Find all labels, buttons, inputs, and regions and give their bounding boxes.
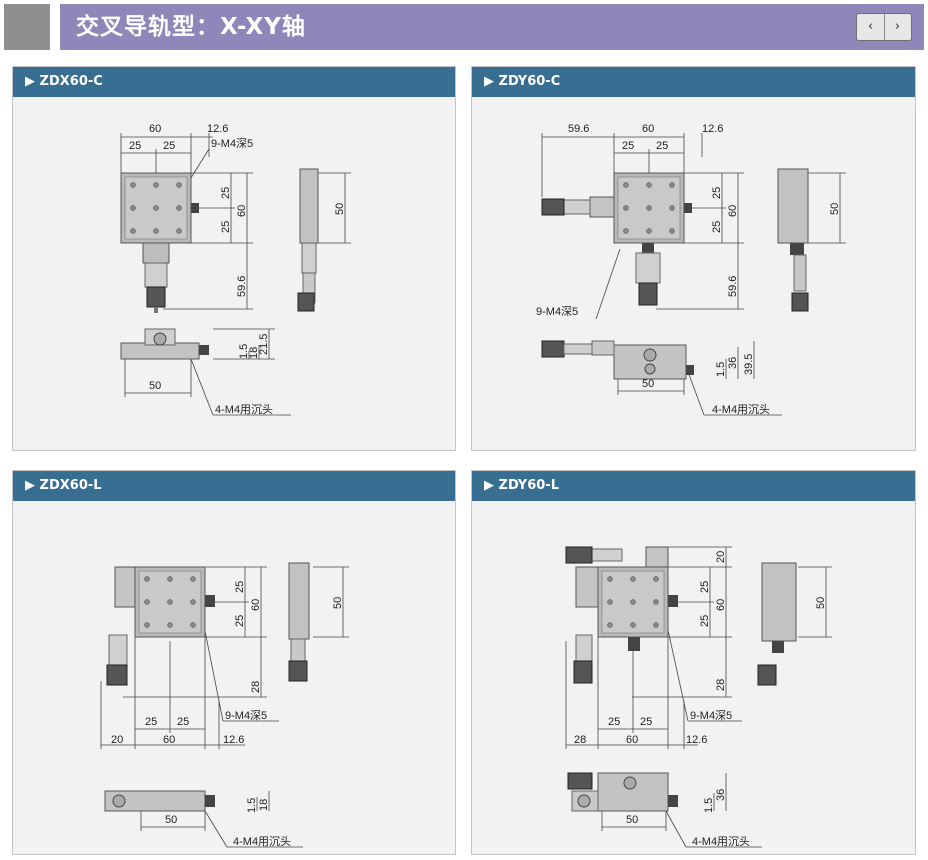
drawing-zdx60-l: 25 25 60 28 50 25 25 9-M4深5 20 60 12.6 1… [100, 562, 349, 848]
dim-25: 25 [220, 187, 232, 199]
dim-60: 60 [149, 123, 161, 135]
dim-60: 60 [715, 599, 727, 611]
dim-59-6: 59.6 [568, 123, 589, 135]
dim-60: 60 [163, 734, 175, 746]
dim-25: 25 [145, 716, 157, 728]
dim-25: 25 [699, 615, 711, 627]
dim-25: 25 [622, 140, 634, 152]
dim-18: 18 [258, 799, 270, 811]
cbore-label: 4-M4用沉头 [215, 403, 273, 416]
dim-25: 25 [234, 581, 246, 593]
panel-zdx60-c: ▶ ZDX60-C [12, 66, 456, 451]
dim-28: 28 [250, 681, 262, 693]
dim-39-5: 39.5 [743, 354, 755, 375]
dim-25: 25 [163, 140, 175, 152]
dim-60: 60 [250, 599, 262, 611]
dim-36: 36 [727, 357, 739, 369]
dim-21-5: 21.5 [258, 334, 270, 355]
dim-25: 25 [656, 140, 668, 152]
dim-25: 25 [220, 221, 232, 233]
dim-25: 25 [711, 221, 723, 233]
cbore-label: 4-M4用沉头 [233, 835, 291, 848]
dim-12-6: 12.6 [702, 123, 723, 135]
drawing-zdy60-c: 59.6 60 12.6 25 25 25 25 60 59.6 50 9-M4… [536, 123, 846, 416]
dim-25: 25 [608, 716, 620, 728]
dim-36: 36 [715, 789, 727, 801]
panel-zdy60-l: ▶ ZDY60-L [471, 470, 916, 855]
panel-header: ▶ ZDY60-C [472, 67, 915, 97]
page-title: 交叉导轨型：X-XY轴 [76, 14, 306, 40]
panel-zdx60-l: ▶ ZDX60-L [12, 470, 456, 855]
dim-50: 50 [829, 203, 841, 215]
dim-20: 20 [715, 551, 727, 563]
dim-20: 20 [111, 734, 123, 746]
dim-50: 50 [642, 378, 654, 390]
prev-page-button[interactable]: ‹ [857, 14, 885, 40]
panel-title: ZDX60-C [39, 74, 103, 89]
dim-50: 50 [815, 597, 827, 609]
tap-label: 9-M4深5 [536, 305, 578, 318]
dim-25: 25 [234, 615, 246, 627]
dim-25: 25 [177, 716, 189, 728]
panel-title: ZDY60-C [498, 74, 561, 89]
dim-1-5: 1.5 [703, 798, 715, 813]
dim-50: 50 [165, 814, 177, 826]
cbore-label: 4-M4用沉头 [712, 403, 770, 416]
dim-1-5: 1.5 [715, 362, 727, 377]
dim-59-6: 59.6 [236, 276, 248, 297]
dim-1-5: 1.5 [238, 344, 250, 359]
dim-25: 25 [699, 581, 711, 593]
panel-header: ▶ ZDX60-C [13, 67, 455, 97]
dim-59-6: 59.6 [727, 276, 739, 297]
dim-18: 18 [248, 347, 260, 359]
dim-50: 50 [334, 203, 346, 215]
header-square-icon [4, 4, 50, 50]
drawing-zdy60-l: 20 25 25 60 28 50 25 25 9-M4深5 28 60 12.… [565, 546, 832, 848]
panel-zdy60-c: ▶ ZDY60-C [471, 66, 916, 451]
panel-header: ▶ ZDX60-L [13, 471, 455, 501]
dim-50: 50 [626, 814, 638, 826]
next-page-button[interactable]: › [894, 19, 901, 34]
dim-25: 25 [640, 716, 652, 728]
dim-50: 50 [149, 380, 161, 392]
dim-60: 60 [236, 205, 248, 217]
cbore-label: 4-M4用沉头 [692, 835, 750, 848]
panel-header: ▶ ZDY60-L [472, 471, 915, 501]
dim-60: 60 [727, 205, 739, 217]
panel-title: ZDY60-L [498, 478, 559, 493]
dim-12-6: 12.6 [686, 734, 707, 746]
dim-50: 50 [332, 597, 344, 609]
tap-label: 9-M4深5 [690, 709, 732, 722]
dim-28: 28 [574, 734, 586, 746]
drawing-zdx60-c: 60 12.6 25 25 9-M4深5 25 25 60 59.6 50 21… [120, 123, 351, 416]
dim-25: 25 [711, 187, 723, 199]
dim-28: 28 [715, 679, 727, 691]
dim-1-5: 1.5 [246, 798, 258, 813]
dim-60: 60 [642, 123, 654, 135]
panel-title: ZDX60-L [39, 478, 102, 493]
tap-label: 9-M4深5 [211, 137, 253, 150]
tap-label: 9-M4深5 [225, 709, 267, 722]
dim-60: 60 [626, 734, 638, 746]
page-nav-buttons: ‹ › [856, 13, 912, 41]
dim-12-6: 12.6 [207, 123, 228, 135]
dim-25: 25 [129, 140, 141, 152]
dim-12-6: 12.6 [223, 734, 244, 746]
header-bar: 交叉导轨型：X-XY轴 ‹ › [60, 4, 924, 50]
